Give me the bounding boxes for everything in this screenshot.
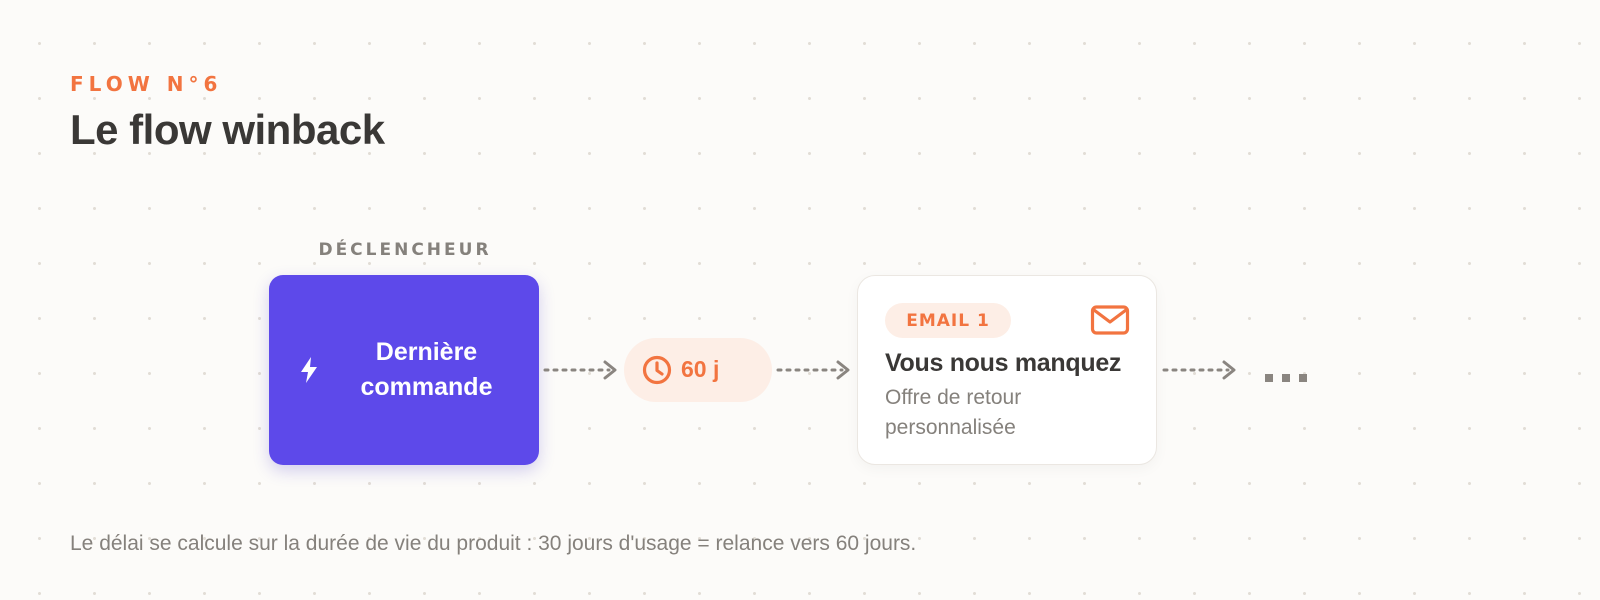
trigger-node[interactable]: Dernière commande <box>269 275 539 465</box>
trigger-node-label: Dernière commande <box>360 338 493 401</box>
connector-arrow <box>776 360 850 380</box>
email-subtitle: Offre de retour personnalisée <box>885 386 1022 439</box>
delay-value: 60 j <box>681 356 720 382</box>
page-title: Le flow winback <box>70 106 385 153</box>
lightning-bolt-icon <box>301 357 317 383</box>
footer-note: Le délai se calcule sur la durée de vie … <box>70 532 917 555</box>
email-badge: EMAIL 1 <box>885 303 1011 338</box>
email-node[interactable]: EMAIL 1 Vous nous manquez Offre de retou… <box>857 275 1157 465</box>
envelope-icon <box>1090 305 1130 335</box>
clock-icon <box>642 355 672 385</box>
email-title: Vous nous manquez <box>885 349 1122 377</box>
trigger-label: DÉCLENCHEUR <box>318 240 492 260</box>
connector-arrow <box>543 360 617 380</box>
delay-step[interactable]: 60 j <box>624 338 772 402</box>
ellipsis-icon <box>1265 374 1307 382</box>
flow-number-eyebrow: FLOW N°6 <box>70 72 223 96</box>
connector-arrow <box>1162 360 1236 380</box>
